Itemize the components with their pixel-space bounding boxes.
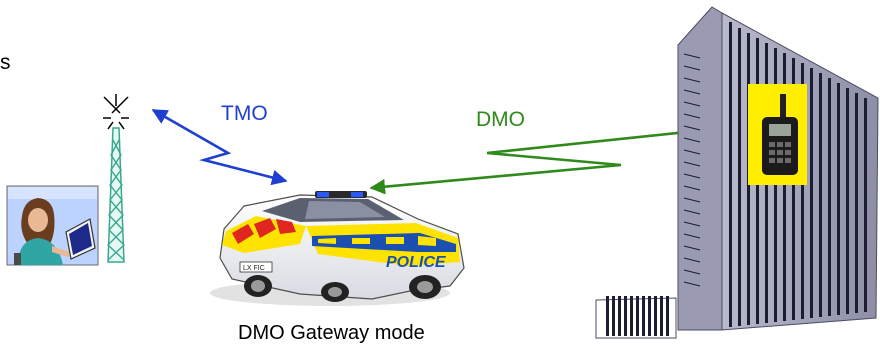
caption-label: DMO Gateway mode xyxy=(238,322,425,344)
car-door-text: POLICE xyxy=(386,254,447,271)
police-car-icon: POLICE LX FIC xyxy=(210,191,465,306)
dispatcher-icon xyxy=(6,185,99,266)
car-plate: LX FIC xyxy=(243,265,265,272)
partial-label: s xyxy=(0,51,11,74)
radio-mast-icon xyxy=(103,94,129,263)
dmo-link xyxy=(369,121,727,195)
tmo-label: TMO xyxy=(221,102,268,125)
tmo-link xyxy=(151,108,288,186)
handheld-radio-icon xyxy=(748,84,807,185)
building-icon xyxy=(595,6,879,339)
dmo-label: DMO xyxy=(476,108,525,131)
